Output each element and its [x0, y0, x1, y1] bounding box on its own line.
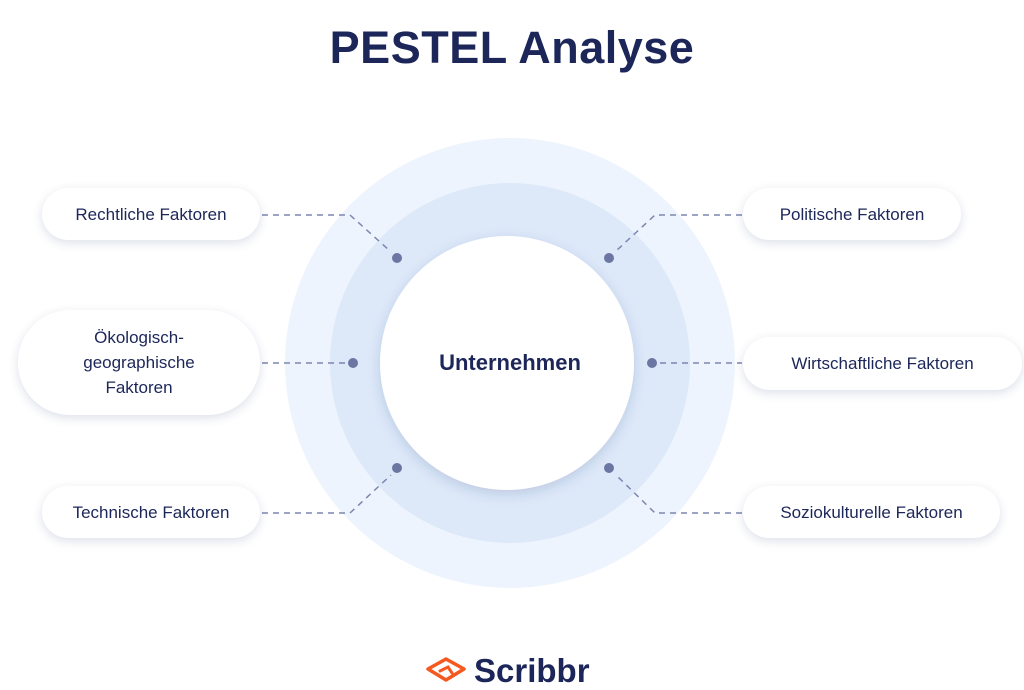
- page-title: PESTEL Analyse: [329, 22, 695, 73]
- factor-label-line: geographische: [83, 353, 195, 372]
- graduation-cap-icon: [426, 657, 466, 682]
- dot-wirtschaftliche: [647, 358, 657, 368]
- dot-soziokulturelle: [604, 463, 614, 473]
- connector-politische: [615, 214, 742, 252]
- factor-soziokulturelle: Soziokulturelle Faktoren: [743, 486, 1000, 538]
- connector-technische: [262, 474, 392, 514]
- factor-technische: Technische Faktoren: [42, 486, 260, 538]
- factor-label-line: Faktoren: [105, 378, 173, 397]
- factor-rechtliche: Rechtliche Faktoren: [42, 188, 260, 240]
- factor-wirtschaftliche: Wirtschaftliche Faktoren: [743, 337, 1022, 390]
- factor-oekologische: Ökologisch- geographische Faktoren: [18, 310, 260, 415]
- factor-label: Rechtliche Faktoren: [75, 204, 227, 224]
- factor-label: Politische Faktoren: [779, 204, 925, 224]
- dot-politische: [604, 253, 614, 263]
- inner-circle: [380, 236, 634, 490]
- dot-oekologische: [348, 358, 358, 368]
- factor-label: Technische Faktoren: [72, 502, 230, 522]
- scribbr-logo: Scribbr: [424, 652, 590, 690]
- center-label: Unternehmen: [439, 350, 581, 375]
- factor-label: Soziokulturelle Faktoren: [780, 502, 963, 522]
- factor-label: Wirtschaftliche Faktoren: [791, 354, 974, 373]
- factor-politische: Politische Faktoren: [743, 188, 961, 240]
- connector-soziokulturelle: [615, 474, 742, 514]
- logo-text: Scribbr: [474, 652, 590, 689]
- factor-label-line: Ökologisch-: [94, 328, 184, 347]
- dot-rechtliche: [392, 253, 402, 263]
- dot-technische: [392, 463, 402, 473]
- connector-rechtliche: [262, 214, 391, 252]
